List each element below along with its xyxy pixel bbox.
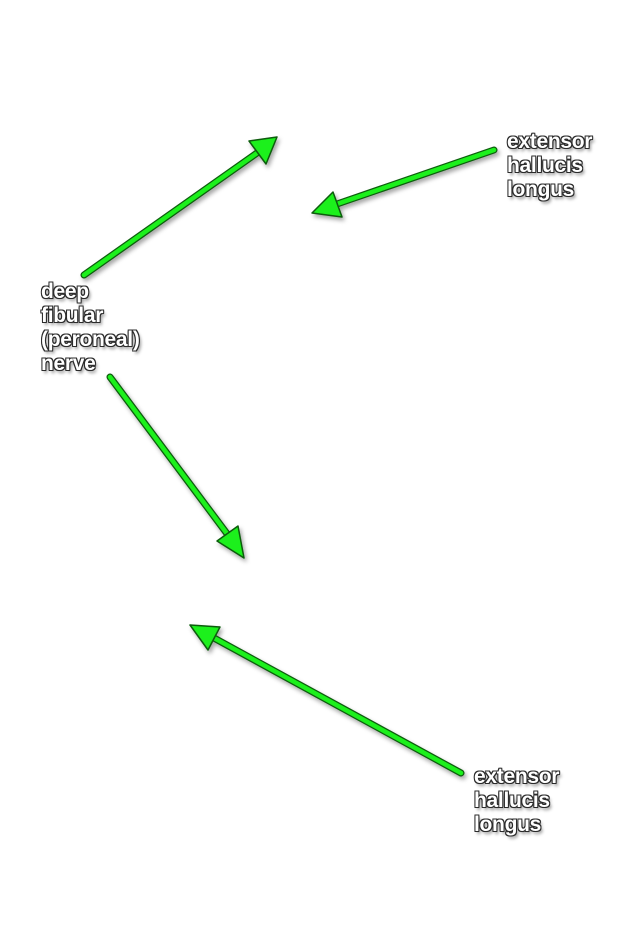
arrow-nerve-up <box>80 136 278 279</box>
arrow-nerve-down <box>106 373 245 559</box>
label-line: longus <box>507 178 575 201</box>
arrow-ehl-top <box>311 146 498 218</box>
arrow-ehl-bottom <box>189 624 465 777</box>
label-line: longus <box>474 813 542 836</box>
label-line: hallucis <box>507 154 583 177</box>
label-extensor-hallucis-longus-bottom: extensor hallucis longus <box>474 765 559 837</box>
label-line: fibular <box>41 304 104 327</box>
label-line: hallucis <box>474 789 550 812</box>
label-deep-fibular-nerve: deep fibular (peroneal) nerve <box>41 280 140 376</box>
label-line: extensor <box>507 130 593 153</box>
label-line: nerve <box>41 352 96 375</box>
label-line: deep <box>41 280 89 303</box>
label-extensor-hallucis-longus-top: extensor hallucis longus <box>507 130 592 202</box>
label-line: (peroneal) <box>41 328 140 351</box>
label-line: extensor <box>474 765 560 788</box>
